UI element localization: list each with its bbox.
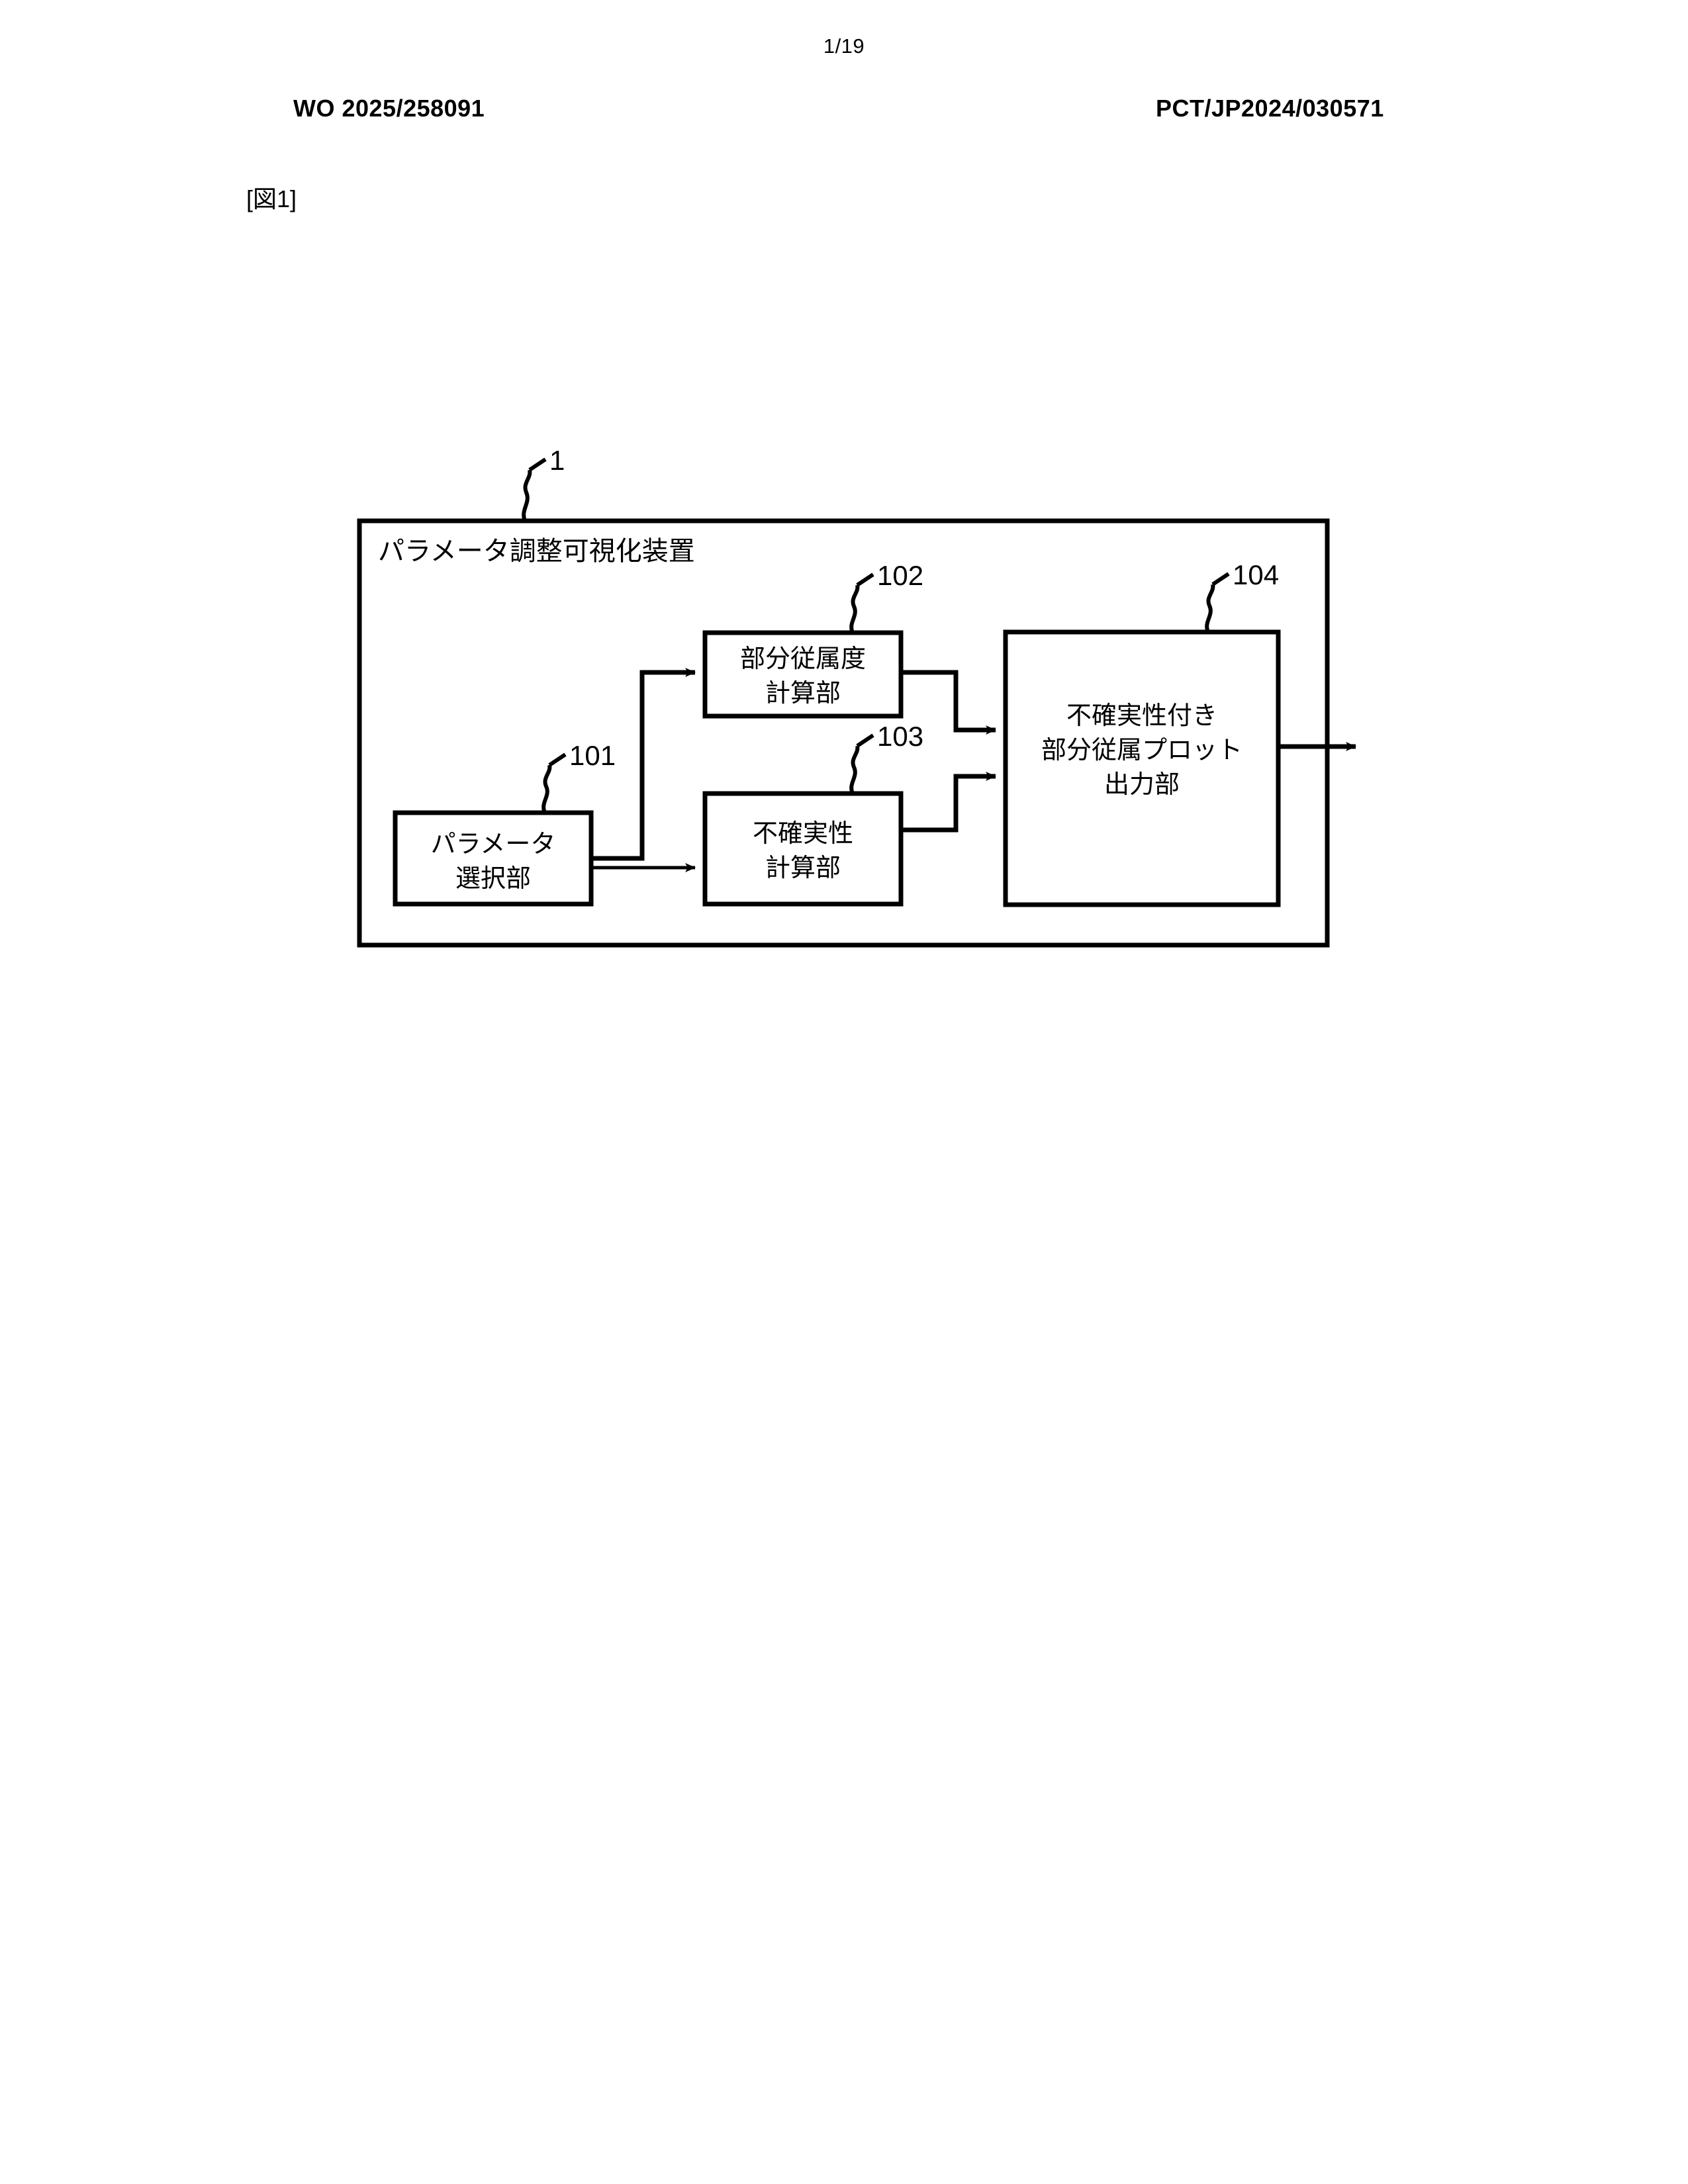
block-102-label-line-2: 計算部: [765, 680, 841, 707]
block-101-label-line-1: パラメータ: [431, 831, 556, 858]
lead-line-device-tail: [528, 457, 547, 472]
ref-number-device: 1: [549, 445, 565, 476]
block-103-border: [702, 791, 904, 907]
lead-line-102: [849, 584, 860, 634]
page-number: 1/19: [823, 34, 865, 58]
lead-line-103: [849, 745, 860, 795]
publication-number: WO 2025/258091: [293, 95, 485, 122]
lead-line-102-tail: [856, 572, 874, 587]
connector-102-to-104: [901, 670, 996, 735]
block-102-label-line-1: 部分従属度: [740, 645, 866, 673]
block-104-label-line-2: 部分従属プロット: [1041, 737, 1243, 764]
figure-label: [図1]: [246, 185, 297, 212]
ref-number-101: 101: [569, 740, 616, 771]
lead-line-101: [541, 764, 552, 814]
block-104-plot-output-unit: 104 不確実性付き 部分従属プロット 出力部: [1003, 559, 1281, 907]
block-104-border: [1003, 629, 1281, 907]
device-title: パラメータ調整可視化装置: [378, 537, 695, 566]
block-101-parameter-selection-unit: 101 パラメータ 選択部: [393, 740, 616, 907]
lead-line-103-tail: [856, 733, 874, 748]
connector-101-to-102-path: [591, 668, 696, 861]
block-102-partial-dependence-calculation-unit: 102 部分従属度 計算部: [702, 560, 923, 719]
block-103-uncertainty-calculation-unit: 103 不確実性 計算部: [702, 721, 923, 907]
ref-number-103: 103: [877, 721, 923, 752]
connector-102-to-104-path: [901, 670, 996, 735]
lead-line-104-tail: [1211, 572, 1230, 586]
lead-line-device: [522, 469, 532, 522]
device-container-border: [357, 518, 1330, 948]
block-102-border: [702, 630, 904, 719]
block-103-label-line-1: 不確実性: [753, 820, 853, 848]
block-104-label-line-3: 出力部: [1104, 771, 1180, 799]
ref-number-104: 104: [1233, 559, 1279, 590]
lead-line-104: [1205, 584, 1215, 633]
block-104-label-line-1: 不確実性付き: [1066, 702, 1217, 730]
application-number: PCT/JP2024/030571: [1156, 95, 1384, 122]
connector-101-to-102: [591, 668, 696, 861]
connector-103-to-104: [901, 772, 996, 833]
connector-103-to-104-path: [901, 772, 996, 833]
ref-number-102: 102: [877, 560, 923, 591]
block-101-border: [393, 810, 594, 907]
block-103-label-line-2: 計算部: [765, 854, 841, 882]
lead-line-101-tail: [548, 752, 567, 767]
block-101-label-line-2: 選択部: [455, 865, 531, 893]
device-container: 1 パラメータ調整可視化装置: [357, 445, 1330, 948]
